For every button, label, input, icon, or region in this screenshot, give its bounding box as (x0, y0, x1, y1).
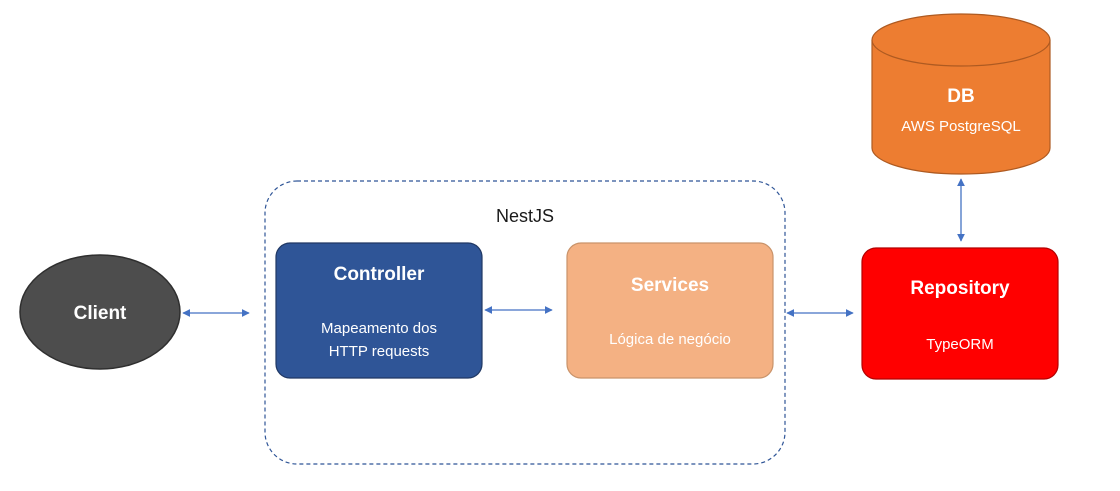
controller-subtitle-line1: Mapeamento dos (321, 320, 437, 337)
repository-node: Repository TypeORM (861, 247, 1059, 380)
nestjs-label: NestJS (496, 206, 554, 226)
nestjs-container (264, 180, 786, 465)
repository-title: Repository (910, 278, 1010, 299)
db-title: DB (947, 86, 974, 107)
services-node: Services Lógica de negócio (566, 242, 774, 379)
controller-node: Controller Mapeamento dos HTTP requests (275, 242, 483, 379)
repository-subtitle: TypeORM (926, 336, 994, 353)
client-title: Client (74, 303, 127, 324)
controller-subtitle-line2: HTTP requests (329, 343, 430, 360)
services-subtitle: Lógica de negócio (609, 331, 731, 348)
db-node: DB AWS PostgreSQL (871, 13, 1051, 175)
services-title: Services (631, 275, 709, 296)
client-node: Client (19, 254, 181, 370)
controller-title: Controller (334, 264, 425, 285)
db-subtitle: AWS PostgreSQL (901, 118, 1021, 135)
